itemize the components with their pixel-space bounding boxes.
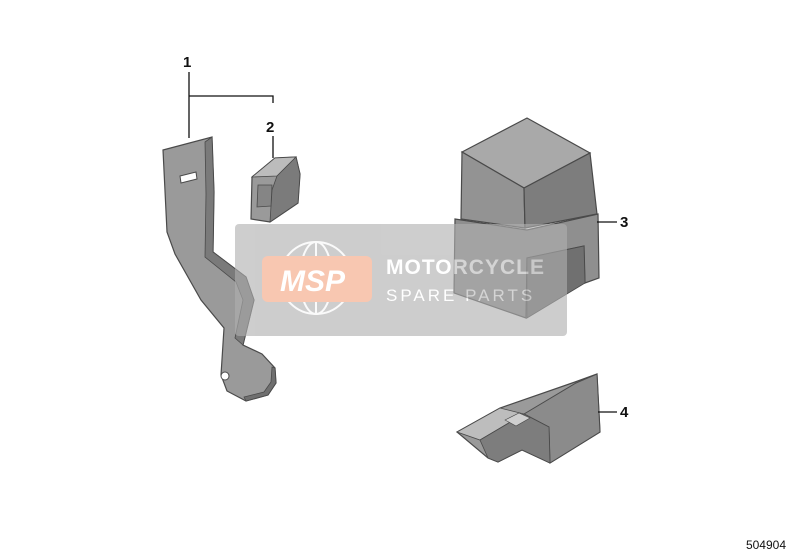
watermark-panel — [235, 224, 567, 336]
diagram-id: 504904 — [745, 538, 786, 552]
watermark-line2: SPARE PARTS — [386, 286, 535, 305]
watermark: MSP MOTORCYCLE SPARE PARTS — [235, 224, 567, 336]
watermark-line1: MOTORCYCLE — [386, 256, 545, 279]
leader-1-branch — [189, 95, 274, 103]
watermark-logo: MSP — [280, 265, 346, 298]
callout-4: 4 — [620, 404, 629, 421]
callout-1: 1 — [183, 54, 191, 71]
callout-3: 3 — [620, 214, 628, 231]
leader-lines — [188, 72, 617, 413]
watermark-logo-box — [262, 256, 372, 302]
part-2-clip[interactable] — [250, 156, 301, 223]
part-4-holder[interactable] — [455, 373, 601, 464]
callout-2: 2 — [266, 119, 274, 136]
